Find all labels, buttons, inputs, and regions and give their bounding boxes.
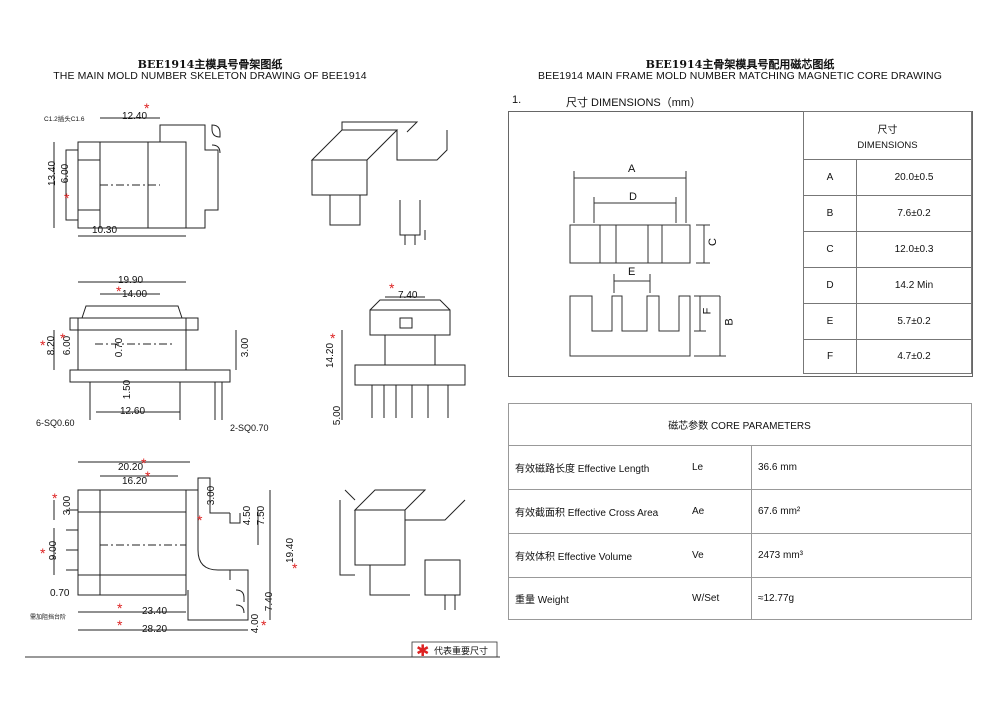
v1-dim-bottom: 10.30 [92,225,118,236]
v1-dim-top: 12.40 [122,111,148,122]
core-label-c: C [706,238,719,246]
param-value: 67.6 mm² [751,489,972,534]
dim-key: F [803,339,857,374]
important-star: * [117,600,123,616]
important-star: * [197,512,203,528]
v3-dim-w1: 7.40 [398,290,418,301]
params-title: 磁芯参数 CORE PARAMETERS [508,403,972,446]
v4-dim-h7: 7.40 [264,591,276,612]
v2-dim-t1: 0.70 [114,337,126,358]
core-label-b: B [723,318,736,326]
param-name: 有效磁路长度 Effective Length [508,445,686,490]
core-label-d: D [629,191,637,203]
v4-dim-w3: 23.40 [142,606,168,617]
dimensions-box [508,111,973,377]
important-star: * [292,560,298,576]
dim-key: B [803,195,857,232]
important-star: * [40,545,46,561]
v1-dim-h2: 6.00 [60,163,72,184]
v4-dim-w4: 28.20 [142,624,168,635]
left-title-en: THE MAIN MOLD NUMBER SKELETON DRAWING OF… [53,70,367,82]
important-star: * [141,455,147,471]
param-value: 2473 mm³ [751,533,972,578]
param-symbol: Ve [686,533,752,578]
skeleton-drawing [25,117,500,658]
important-star: * [144,100,150,116]
right-title-cn: BEE1914主骨架模具号配用磁芯图纸 [645,58,835,71]
param-name: 有效体积 Effective Volume [508,533,686,578]
v4-dim-t1: 0.70 [50,588,70,599]
legend-text: 代表重要尺寸 [434,646,489,656]
dim-key: D [803,267,857,304]
param-symbol: Le [686,445,752,490]
core-label-a: A [628,163,636,175]
v2-dim-p1: 1.50 [122,379,134,400]
core-label-e: E [628,266,636,278]
important-star: * [145,468,151,484]
param-name: 有效截面积 Effective Cross Area [508,489,686,534]
v4-note: 需加阻挡台阶 [30,615,67,621]
section-number: 1. [512,94,522,106]
core-drawing [569,171,726,357]
dim-value: 14.2 Min [856,267,972,304]
important-star: * [330,330,336,346]
important-star: * [60,330,66,346]
chamfer-note: C1.2插头C1.6 [44,116,85,123]
section-label: 尺寸 DIMENSIONS（mm） [566,97,702,109]
left-title-cn: BEE1914主模具号骨架图纸 [137,58,283,71]
v2-dim-w3: 12.60 [120,406,146,417]
v4-dim-w1: 20.20 [118,462,144,473]
important-star: * [116,283,122,299]
v2-dim-h3: 3.00 [240,337,252,358]
param-value: ≈12.77g [751,577,972,620]
v4-dim-h5: 7.50 [256,505,268,526]
important-star: * [52,490,58,506]
important-star: * [117,617,123,633]
dims-header: 尺寸 DIMENSIONS [803,111,972,160]
v4-dim-h2: 9.00 [48,540,60,561]
dim-value: 4.7±0.2 [856,339,972,374]
pin-right-note: 2-SQ0.70 [230,423,269,433]
important-star: * [64,190,70,206]
param-value: 36.6 mm [751,445,972,490]
core-label-f: F [701,307,714,315]
v2-dim-h1: 8.20 [46,335,58,356]
v2-dim-w2: 14.00 [122,289,148,300]
v3-dim-h2: 5.00 [332,405,344,426]
pin-left-note: 6-SQ0.60 [36,418,75,428]
v4-dim-h3: 3.00 [206,485,218,506]
legend-star-icon: ✱ [416,643,430,660]
dims-header-en: DIMENSIONS [857,139,918,151]
dims-header-cn: 尺寸 [877,124,898,136]
right-title-en: BEE1914 MAIN FRAME MOLD NUMBER MATCHING … [538,70,942,82]
param-symbol: W/Set [686,577,752,620]
param-name: 重量 Weight [508,577,686,620]
v3-dim-h1: 14.20 [325,342,337,369]
v4-dim-w2: 16.20 [122,476,148,487]
v1-dim-h1: 13.40 [47,160,59,187]
v4-dim-h1: 3.00 [62,495,74,516]
important-star: * [40,337,46,353]
important-star: * [389,280,395,296]
v2-dim-w1: 19.90 [118,275,144,286]
dim-value: 20.0±0.5 [856,159,972,196]
dim-key: A [803,159,857,196]
important-star: * [261,617,267,633]
v4-dim-h8: 4.00 [250,613,262,634]
dim-key: E [803,303,857,340]
v4-dim-h4: 4.50 [242,505,254,526]
dim-value: 5.7±0.2 [856,303,972,340]
dim-value: 7.6±0.2 [856,195,972,232]
dim-key: C [803,231,857,268]
dim-value: 12.0±0.3 [856,231,972,268]
core-parameters-table: 磁芯参数 CORE PARAMETERS 有效磁路长度 Effective Le… [508,403,972,620]
param-symbol: Ae [686,489,752,534]
